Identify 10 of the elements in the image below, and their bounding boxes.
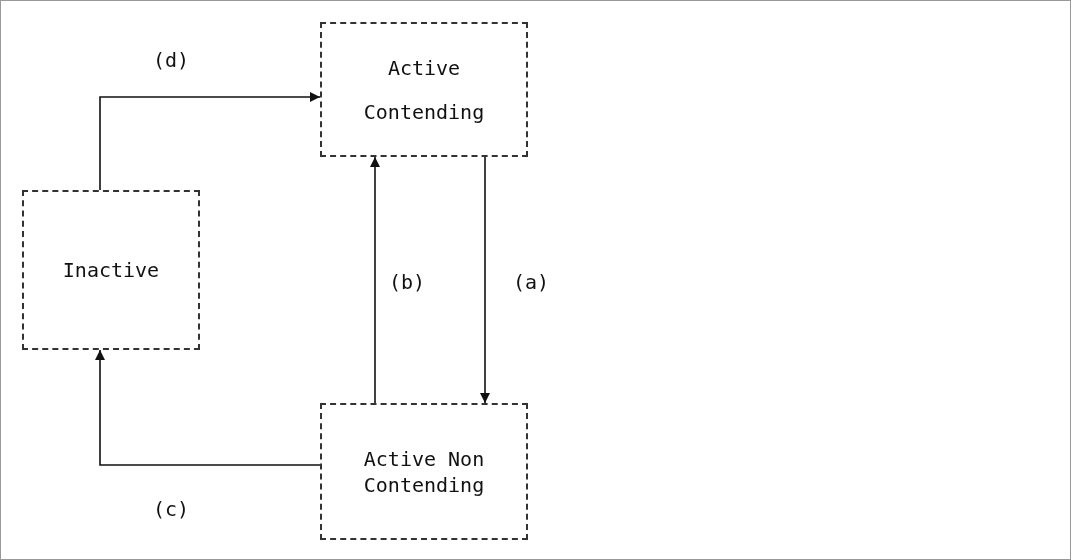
state-label: Active Non Contending [362, 445, 486, 498]
arrow [480, 156, 490, 404]
arrow [370, 156, 380, 404]
state-box [320, 403, 528, 540]
state-box [320, 22, 528, 157]
state-label: Active Contending [362, 54, 486, 126]
state-box [22, 190, 200, 350]
state-label: Inactive [61, 257, 161, 283]
arrow [95, 349, 321, 466]
arrow [99, 92, 321, 191]
